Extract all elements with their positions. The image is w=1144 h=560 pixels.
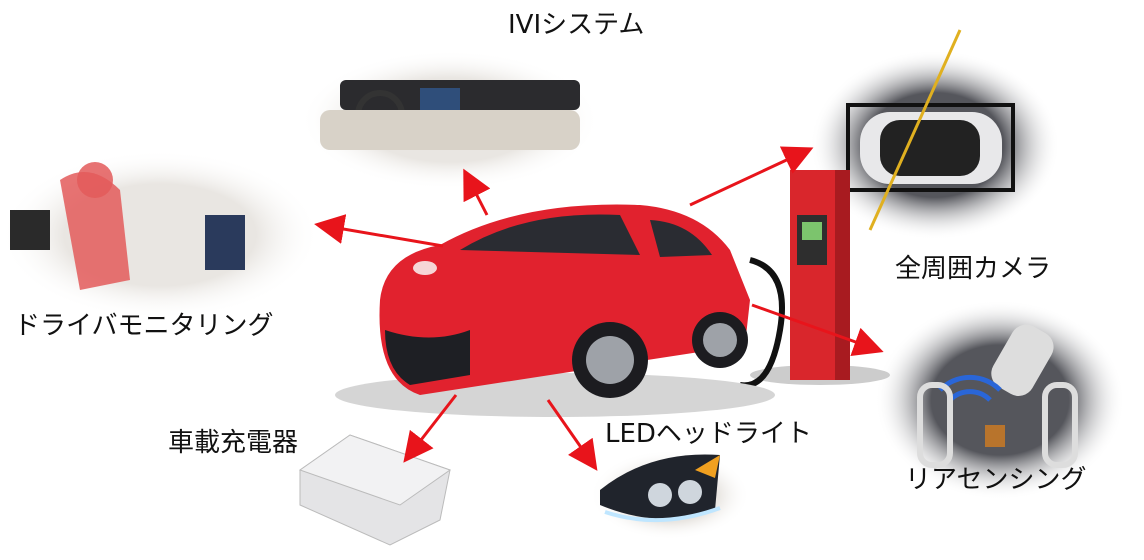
label-surround-camera: 全周囲カメラ: [895, 254, 1052, 284]
arrow-driver: [314, 214, 444, 248]
label-driver-monitoring: ドライバモニタリング: [14, 311, 274, 341]
label-onboard-charger: 車載充電器: [168, 428, 299, 458]
arrow-rear: [751, 303, 884, 357]
arrows: [314, 146, 884, 471]
electric-car: [335, 204, 775, 417]
ivi-image: [300, 50, 600, 190]
label-led-headlight: LEDヘッドライト: [605, 419, 812, 449]
surround-camera-image: [810, 29, 1060, 240]
arrow-ivi: [463, 168, 491, 216]
rear-sensing-image: [875, 300, 1125, 500]
arrow-led: [546, 399, 598, 471]
label-ivi-system: IVIシステム: [508, 10, 645, 40]
label-rear-sensing: リアセンシング: [905, 465, 1087, 495]
onboard-charger-image: [298, 434, 452, 546]
driver-monitoring-image: [0, 150, 320, 320]
arrow-camera: [689, 146, 814, 207]
led-headlight-image: [590, 450, 750, 540]
charging-station: [739, 170, 890, 389]
arrow-charger: [403, 394, 458, 463]
